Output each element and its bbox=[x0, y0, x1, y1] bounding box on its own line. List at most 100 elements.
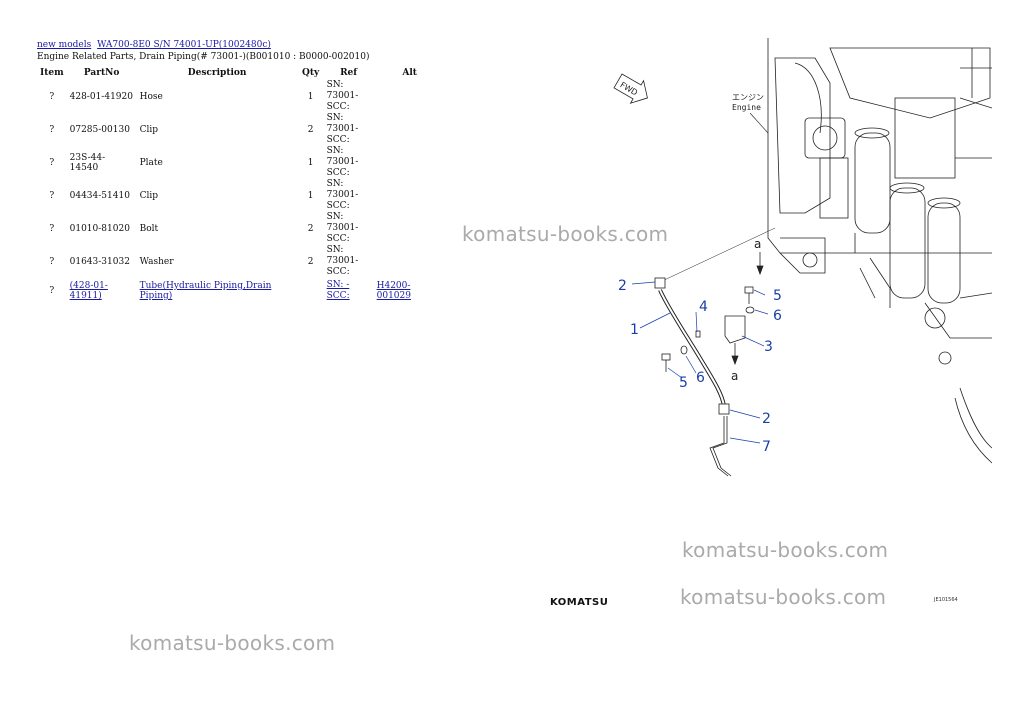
row-item: ? bbox=[49, 91, 55, 102]
ref-sn: SN: 73001- bbox=[326, 245, 359, 266]
ref-scc: SCC: bbox=[326, 135, 350, 145]
table-row: ? 23S-44-14540 Plate 1 SN: 73001-SCC: bbox=[37, 146, 446, 179]
row-item: ? bbox=[49, 256, 55, 267]
row-alt bbox=[374, 80, 446, 113]
header-ref: Ref bbox=[340, 68, 358, 78]
row-partno: 01643-31032 bbox=[69, 256, 130, 267]
header-item: Item bbox=[40, 68, 64, 78]
header-qty: Qty bbox=[302, 68, 320, 78]
row-partno: 428-01-41920 bbox=[69, 91, 133, 102]
komatsu-logo: KOMATSU bbox=[550, 597, 609, 608]
row-alt bbox=[374, 212, 446, 245]
ref-sn: SN: - bbox=[326, 280, 350, 290]
arrow-a bbox=[731, 252, 764, 366]
row-partno: (428-01-41911) bbox=[67, 278, 137, 304]
bolt-washer-set bbox=[661, 286, 755, 372]
row-ref: SN: 73001-SCC: bbox=[324, 113, 374, 146]
row-description: Tube(Hydraulic Piping,Drain Piping) bbox=[137, 278, 298, 304]
callout-7: 7 bbox=[762, 439, 771, 455]
row-partno: 01010-81020 bbox=[69, 223, 130, 234]
row-qty: 2 bbox=[307, 223, 314, 234]
ref-sn: SN: 73001- bbox=[326, 146, 359, 167]
alt-link[interactable]: H4200-001029 bbox=[376, 281, 411, 301]
header-description: Description bbox=[187, 68, 247, 78]
row-alt bbox=[374, 113, 446, 146]
callout-1: 1 bbox=[630, 322, 639, 338]
callout-5: 5 bbox=[679, 375, 688, 391]
row-qty: 2 bbox=[307, 124, 314, 135]
row-description: Clip bbox=[139, 124, 159, 135]
callout-5: 5 bbox=[773, 288, 782, 304]
table-row: ? 01010-81020 Bolt 2 SN: 73001-SCC: bbox=[37, 212, 446, 245]
callout-4: 4 bbox=[699, 299, 708, 315]
engine-label-en: Engine bbox=[732, 103, 761, 112]
callout-6: 6 bbox=[696, 370, 705, 386]
row-alt bbox=[374, 245, 446, 278]
row-description: Bolt bbox=[139, 223, 159, 234]
callout-2: 2 bbox=[618, 278, 627, 294]
row-ref: SN: 73001-SCC: bbox=[324, 80, 374, 113]
ref-link[interactable]: SN: -SCC: bbox=[327, 280, 350, 301]
row-description: Plate bbox=[139, 157, 163, 168]
row-partno: 07285-00130 bbox=[69, 124, 130, 135]
row-alt: H4200-001029 bbox=[374, 278, 446, 304]
row-alt bbox=[374, 146, 446, 179]
drawing-number: JE101564 bbox=[934, 597, 958, 603]
table-row: ? 428-01-41920 Hose 1 SN: 73001-SCC: bbox=[37, 80, 446, 113]
parts-table: Item PartNo Description Qty Ref Alt ? 42… bbox=[37, 66, 446, 304]
ref-scc: SCC: bbox=[326, 102, 350, 112]
row-item: ? bbox=[49, 190, 55, 201]
ref-sn: SN: 73001- bbox=[326, 212, 359, 233]
ref-scc: SCC: bbox=[326, 234, 350, 244]
row-description: Washer bbox=[139, 256, 174, 267]
watermark: komatsu-books.com bbox=[129, 631, 336, 655]
leader-line bbox=[659, 227, 776, 283]
row-qty: 2 bbox=[307, 256, 314, 267]
row-description: Clip bbox=[139, 190, 159, 201]
partno-link[interactable]: (428-01-41911) bbox=[69, 281, 108, 301]
row-qty bbox=[298, 278, 324, 304]
callout-leaders bbox=[631, 281, 769, 444]
row-qty: 1 bbox=[307, 190, 314, 201]
row-qty: 1 bbox=[307, 91, 314, 102]
fwd-arrow-icon: FWD bbox=[613, 73, 648, 104]
ref-scc: SCC: bbox=[326, 201, 350, 211]
row-ref: SN: 73001-SCC: bbox=[324, 245, 374, 278]
table-header-row: Item PartNo Description Qty Ref Alt bbox=[37, 66, 446, 80]
watermark: komatsu-books.com bbox=[682, 538, 889, 562]
row-item: ? bbox=[49, 157, 55, 168]
ref-scc: SCC: bbox=[326, 168, 350, 178]
row-partno: 23S-44-14540 bbox=[69, 152, 106, 173]
parts-diagram: FWD エンジン Engine bbox=[613, 38, 992, 477]
table-row: ? (428-01-41911) Tube(Hydraulic Piping,D… bbox=[37, 278, 446, 304]
ref-sn: SN: 73001- bbox=[326, 80, 359, 101]
watermark: komatsu-books.com bbox=[680, 585, 887, 609]
row-ref: SN: 73001-SCC: bbox=[324, 179, 374, 212]
row-partno: 04434-51410 bbox=[69, 190, 130, 201]
table-row: ? 01643-31032 Washer 2 SN: 73001-SCC: bbox=[37, 245, 446, 278]
row-item: ? bbox=[49, 124, 55, 135]
ref-scc: SCC: bbox=[326, 291, 350, 301]
breadcrumb: new models WA700-8E0 S/N 74001-UP(100248… bbox=[37, 40, 274, 50]
header-alt: Alt bbox=[402, 68, 417, 78]
row-item: ? bbox=[49, 223, 55, 234]
plate-bracket bbox=[724, 315, 746, 344]
row-ref: SN: -SCC: bbox=[324, 278, 374, 304]
row-ref: SN: 73001-SCC: bbox=[324, 146, 374, 179]
ref-sn: SN: 73001- bbox=[326, 113, 359, 134]
row-qty: 1 bbox=[307, 157, 314, 168]
breadcrumb-new-models-link[interactable]: new models bbox=[37, 40, 92, 50]
row-description: Hose bbox=[139, 91, 163, 102]
header-partno: PartNo bbox=[83, 68, 120, 78]
label-a: a bbox=[731, 369, 738, 383]
drain-hose bbox=[654, 277, 730, 415]
engine-label-jp: エンジン bbox=[732, 93, 764, 102]
engine-illustration bbox=[767, 38, 992, 464]
callout-6: 6 bbox=[773, 308, 782, 324]
row-alt bbox=[374, 179, 446, 212]
page-subtitle: Engine Related Parts, Drain Piping(# 730… bbox=[37, 52, 370, 62]
breadcrumb-model-link[interactable]: WA700-8E0 S/N 74001-UP(1002480c) bbox=[97, 40, 271, 50]
description-link[interactable]: Tube(Hydraulic Piping,Drain Piping) bbox=[139, 281, 272, 301]
row-item: ? bbox=[49, 286, 55, 296]
drain-tube bbox=[709, 416, 732, 477]
